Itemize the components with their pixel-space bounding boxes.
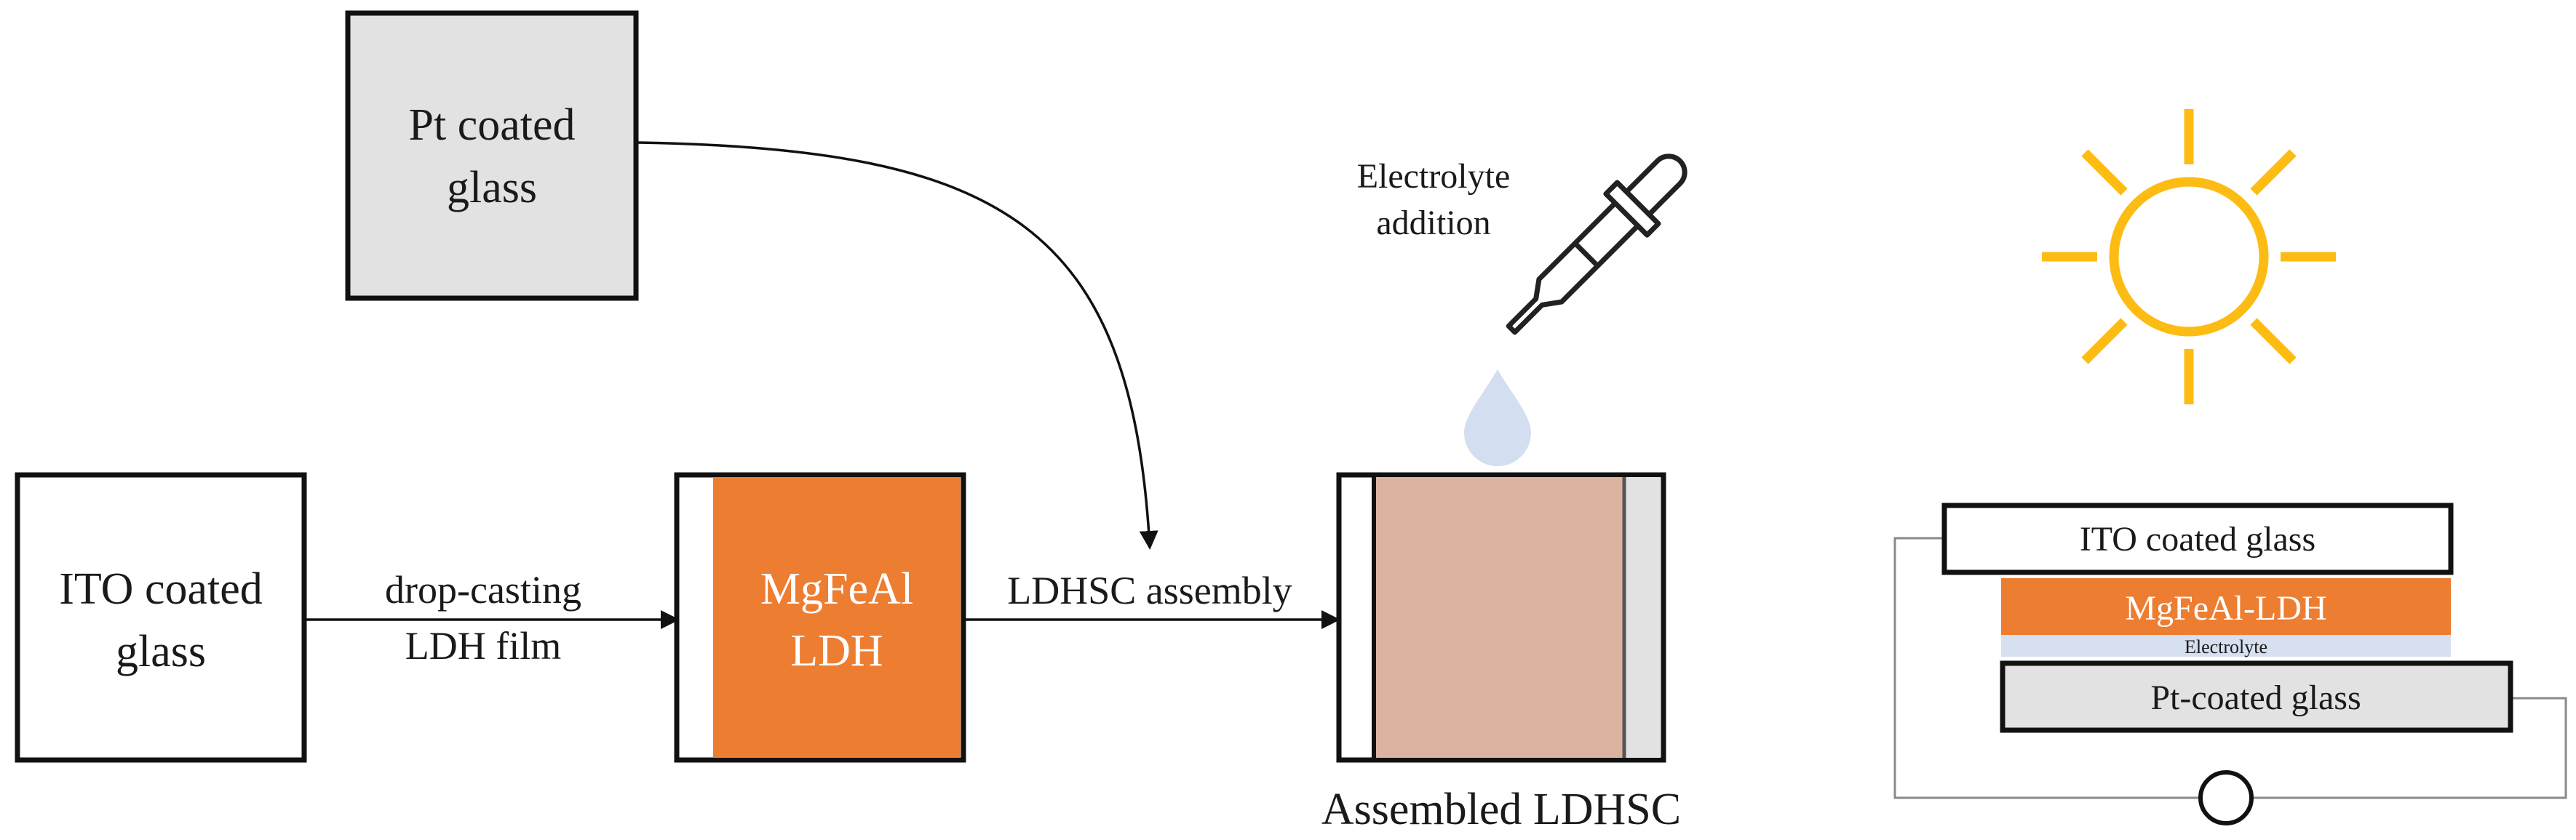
sun-icon [2042, 109, 2336, 404]
assembled-ldh-layer [1374, 477, 1624, 758]
pt-to-assembly-arrow [637, 141, 1158, 550]
ldh-film-label-line1: MgFeAl [760, 564, 913, 614]
drop-casting-label-line1: drop-casting [385, 568, 581, 612]
assembly-label: LDHSC assembly [1007, 569, 1292, 612]
device-electrolyte-label: Electrolyte [2185, 636, 2267, 657]
load-circle-icon [2198, 770, 2254, 825]
device-ito-layer [1941, 503, 2454, 575]
ldh-film-label-line2: LDH [790, 626, 883, 676]
ito-glass-box: ITO coated glass [15, 472, 307, 763]
electrolyte-label-line1: Electrolyte [1357, 157, 1511, 196]
pt-glass-label-line2: glass [447, 163, 537, 212]
dropper-icon [1506, 153, 1687, 335]
pt-glass-label-line1: Pt coated [409, 100, 576, 150]
device-ldh-label: MgFeAl-LDH [2125, 589, 2326, 628]
external-circuit-right [2250, 697, 2567, 799]
device-ldh-layer [2001, 578, 2451, 635]
assembled-label: Assembled LDHSC [1321, 785, 1681, 834]
drop-casting-label-line2: LDH film [405, 624, 561, 668]
ldh-film-box: MgFeAl LDH [674, 472, 966, 763]
electrolyte-label-line2: addition [1376, 204, 1490, 242]
device-pt-label: Pt-coated glass [2150, 679, 2361, 717]
device-ito-label: ITO coated glass [2080, 520, 2315, 559]
ldh-film-layer [713, 477, 961, 758]
pt-glass-box: Pt coated glass [345, 10, 639, 301]
assembled-ldhsc-box [1336, 472, 1666, 763]
device-pt-layer [2000, 660, 2513, 733]
external-circuit-left [1893, 537, 2202, 799]
ito-glass-label-line2: glass [116, 627, 206, 676]
device-electrolyte-layer [2001, 635, 2451, 657]
device-cross-section: ITO coated glass MgFeAl-LDH Electrolyte … [1893, 503, 2567, 825]
assembled-pt-layer [1624, 477, 1661, 758]
droplet-icon [1464, 369, 1531, 466]
ito-glass-label-line1: ITO coated [59, 564, 262, 614]
